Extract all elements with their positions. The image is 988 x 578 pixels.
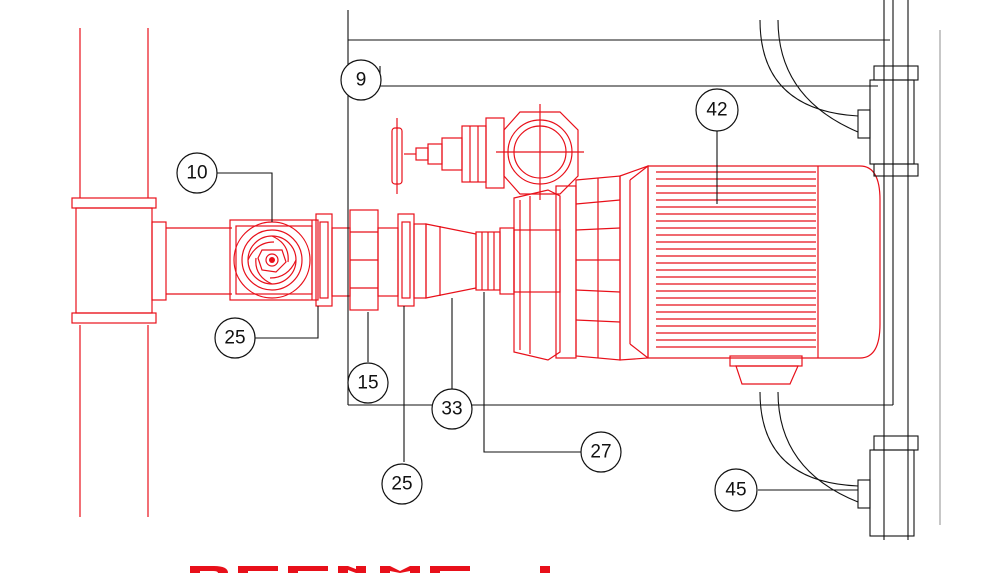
support-frame <box>347 0 941 540</box>
union-fittings <box>315 209 427 311</box>
callout-15: 15 <box>347 362 389 404</box>
callout-9: 9 <box>340 59 382 101</box>
callout-25-lower: 25 <box>381 463 423 505</box>
motor-cooling-fins <box>656 171 816 348</box>
discharge-outlet <box>391 104 584 200</box>
callout-label: 27 <box>590 442 611 463</box>
electric-motor <box>629 165 881 385</box>
callout-42: 42 <box>695 88 739 132</box>
branch-nipple <box>166 227 232 295</box>
callout-label: 45 <box>725 480 746 501</box>
callout-45: 45 <box>714 468 758 512</box>
reducer <box>425 223 477 299</box>
callout-label: 25 <box>391 474 412 495</box>
valve-body <box>229 219 319 301</box>
callout-25-upper: 25 <box>214 317 256 359</box>
pump-housing <box>513 165 649 361</box>
callout-label: 15 <box>357 373 378 394</box>
vertical-main-pipe <box>71 28 167 517</box>
callout-label: 10 <box>186 163 207 184</box>
callout-label: 33 <box>441 399 462 420</box>
caption-cropped <box>190 566 550 573</box>
pump-inlet-fitting <box>475 227 515 295</box>
callout-27: 27 <box>580 431 622 473</box>
callout-label: 9 <box>356 70 367 91</box>
leader-lines <box>215 85 878 491</box>
callout-label: 42 <box>706 100 727 121</box>
callout-label: 25 <box>224 328 245 349</box>
callout-33: 33 <box>431 388 473 430</box>
callout-10: 10 <box>176 152 218 194</box>
